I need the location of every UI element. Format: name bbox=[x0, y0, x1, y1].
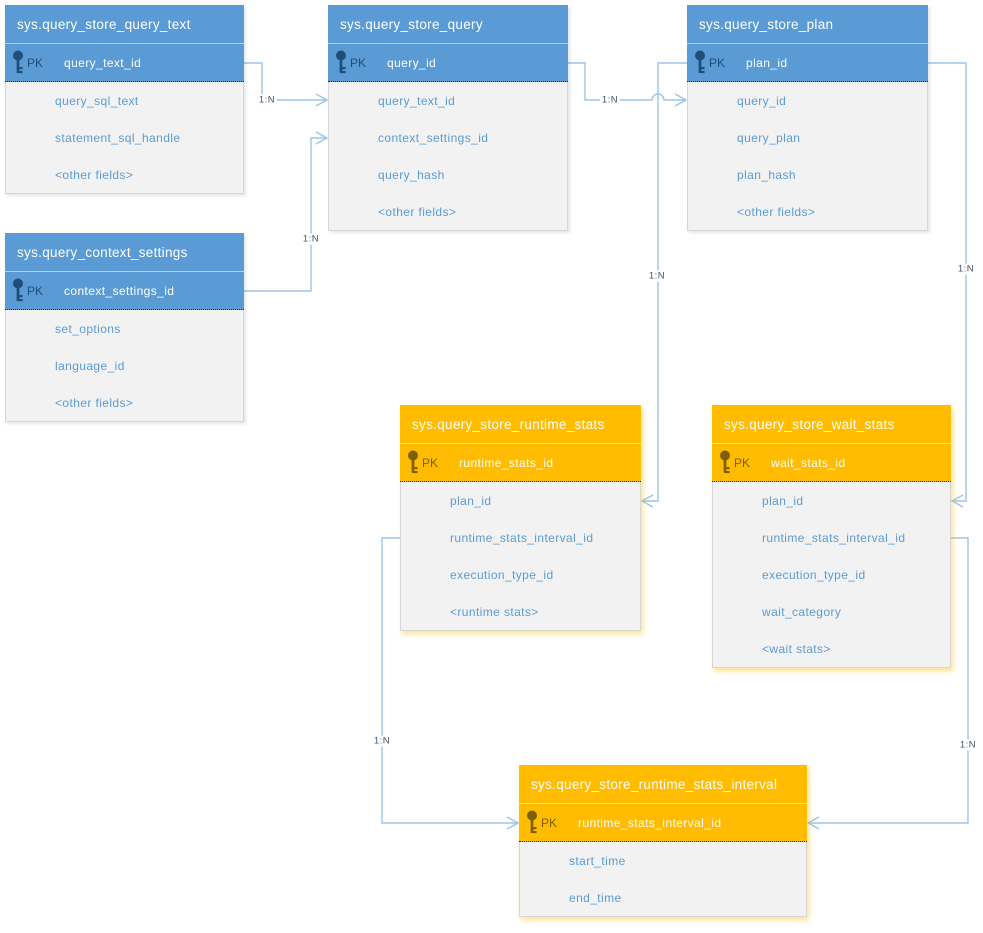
primary-key-icon bbox=[335, 50, 348, 76]
entity-title: sys.query_store_runtime_stats_interval bbox=[519, 765, 807, 804]
pk-row: PK wait_stats_id bbox=[712, 444, 951, 482]
cardinality-label: 1:N bbox=[957, 739, 979, 751]
connector-context-settings-to-query[interactable] bbox=[244, 131, 329, 292]
field-row: statement_sql_handle bbox=[55, 130, 181, 145]
pk-field-name: wait_stats_id bbox=[771, 455, 846, 470]
pk-row: PK runtime_stats_interval_id bbox=[519, 804, 807, 842]
entity-query-store-query[interactable]: sys.query_store_query PK query_id query_… bbox=[328, 5, 568, 231]
entity-fields: plan_id runtime_stats_interval_id execut… bbox=[400, 482, 641, 631]
pk-field-name: runtime_stats_id bbox=[459, 455, 554, 470]
primary-key-icon bbox=[719, 450, 732, 476]
field-row: query_hash bbox=[378, 167, 445, 182]
pk-row: PK plan_id bbox=[687, 44, 928, 82]
field-row: language_id bbox=[55, 358, 125, 373]
field-row: query_sql_text bbox=[55, 93, 139, 108]
pk-row: PK context_settings_id bbox=[5, 272, 244, 310]
field-row: set_options bbox=[55, 321, 121, 336]
field-row: plan_id bbox=[450, 493, 492, 508]
entity-title: sys.query_store_plan bbox=[687, 5, 928, 44]
field-row: <other fields> bbox=[378, 204, 457, 219]
field-row: end_time bbox=[569, 890, 622, 905]
cardinality-label: 1:N bbox=[599, 94, 621, 106]
entity-title: sys.query_store_runtime_stats bbox=[400, 405, 641, 444]
entity-title: sys.query_store_query_text bbox=[5, 5, 244, 44]
field-row: query_id bbox=[737, 93, 787, 108]
cardinality-label: 1:N bbox=[300, 233, 322, 245]
connector-query-to-plan[interactable] bbox=[568, 62, 688, 107]
pk-field-name: plan_id bbox=[746, 55, 788, 70]
pk-label: PK bbox=[350, 55, 367, 70]
field-row: context_settings_id bbox=[378, 130, 489, 145]
field-row: <runtime stats> bbox=[450, 604, 539, 619]
primary-key-icon bbox=[407, 450, 420, 476]
entity-fields: start_time end_time bbox=[519, 842, 807, 917]
pk-field-name: runtime_stats_interval_id bbox=[578, 815, 722, 830]
field-row: execution_type_id bbox=[450, 567, 554, 582]
field-row: <wait stats> bbox=[762, 641, 831, 656]
pk-row: PK query_text_id bbox=[5, 44, 244, 82]
field-row: execution_type_id bbox=[762, 567, 866, 582]
cardinality-label: 1:N bbox=[955, 263, 977, 275]
field-row: <other fields> bbox=[55, 395, 134, 410]
connector-plan-to-runtime-stats[interactable] bbox=[640, 62, 687, 508]
entity-query-store-query-text[interactable]: sys.query_store_query_text PK query_text… bbox=[5, 5, 244, 194]
entity-fields: query_id query_plan plan_hash <other fie… bbox=[687, 82, 928, 231]
entity-fields: query_sql_text statement_sql_handle <oth… bbox=[5, 82, 244, 194]
entity-query-context-settings[interactable]: sys.query_context_settings PK context_se… bbox=[5, 233, 244, 422]
entity-query-store-runtime-stats[interactable]: sys.query_store_runtime_stats PK runtime… bbox=[400, 405, 641, 631]
primary-key-icon bbox=[694, 50, 707, 76]
entity-title: sys.query_context_settings bbox=[5, 233, 244, 272]
field-row: <other fields> bbox=[55, 167, 134, 182]
primary-key-icon bbox=[12, 50, 25, 76]
pk-field-name: query_id bbox=[387, 55, 437, 70]
cardinality-label: 1:N bbox=[646, 270, 668, 282]
field-row: start_time bbox=[569, 853, 626, 868]
pk-label: PK bbox=[709, 55, 726, 70]
field-row: query_plan bbox=[737, 130, 801, 145]
field-row: runtime_stats_interval_id bbox=[762, 530, 906, 545]
field-row: plan_hash bbox=[737, 167, 796, 182]
pk-label: PK bbox=[734, 455, 751, 470]
pk-label: PK bbox=[541, 815, 558, 830]
entity-title: sys.query_store_query bbox=[328, 5, 568, 44]
pk-row: PK query_id bbox=[328, 44, 568, 82]
primary-key-icon bbox=[12, 278, 25, 304]
entity-query-store-wait-stats[interactable]: sys.query_store_wait_stats PK wait_stats… bbox=[712, 405, 951, 668]
field-row: wait_category bbox=[762, 604, 842, 619]
field-row: plan_id bbox=[762, 493, 804, 508]
field-row: query_text_id bbox=[378, 93, 456, 108]
entity-title: sys.query_store_wait_stats bbox=[712, 405, 951, 444]
entity-query-store-plan[interactable]: sys.query_store_plan PK plan_id query_id… bbox=[687, 5, 928, 231]
entity-fields: set_options language_id <other fields> bbox=[5, 310, 244, 422]
cardinality-label: 1:N bbox=[371, 735, 393, 747]
entity-query-store-runtime-stats-interval[interactable]: sys.query_store_runtime_stats_interval P… bbox=[519, 765, 807, 917]
field-row: <other fields> bbox=[737, 204, 816, 219]
cardinality-label: 1:N bbox=[256, 94, 278, 106]
entity-fields: query_text_id context_settings_id query_… bbox=[328, 82, 568, 231]
pk-label: PK bbox=[27, 283, 44, 298]
pk-row: PK runtime_stats_id bbox=[400, 444, 641, 482]
field-row: runtime_stats_interval_id bbox=[450, 530, 594, 545]
pk-field-name: context_settings_id bbox=[64, 283, 175, 298]
pk-label: PK bbox=[27, 55, 44, 70]
entity-fields: plan_id runtime_stats_interval_id execut… bbox=[712, 482, 951, 668]
pk-field-name: query_text_id bbox=[64, 55, 142, 70]
pk-label: PK bbox=[422, 455, 439, 470]
primary-key-icon bbox=[526, 810, 539, 836]
